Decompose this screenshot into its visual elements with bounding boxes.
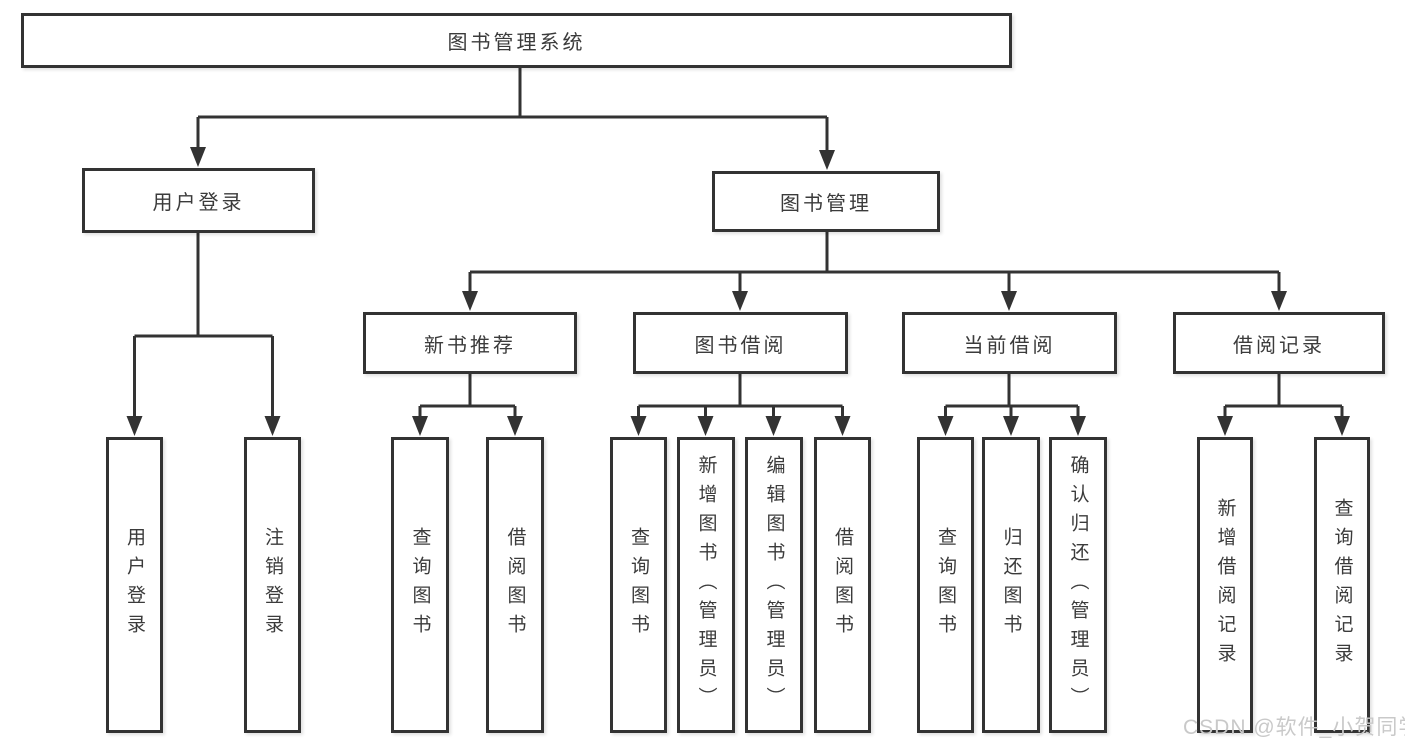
leaf-records-add: 新增借阅记录 <box>1197 437 1253 733</box>
node-book-borrow: 图书借阅 <box>633 312 848 374</box>
leaf-newbooks-borrow: 借阅图书 <box>486 437 544 733</box>
leaf-current-query: 查询图书 <box>917 437 974 733</box>
node-current-borrow-label: 当前借阅 <box>963 334 1056 357</box>
leaf-current-return-label: 归还图书 <box>1000 527 1022 643</box>
leaf-newbooks-query-label: 查询图书 <box>409 527 431 643</box>
node-user-login: 用户登录 <box>82 168 315 233</box>
node-current-borrow: 当前借阅 <box>902 312 1117 374</box>
node-root-label: 图书管理系统 <box>447 32 586 54</box>
node-user-login-label: 用户登录 <box>152 192 245 214</box>
leaf-borrow-edit-admin-label: 编辑图书（管理员） <box>763 454 785 716</box>
leaf-records-add-label: 新增借阅记录 <box>1214 498 1236 672</box>
node-root: 图书管理系统 <box>21 13 1012 68</box>
node-borrow-records-label: 借阅记录 <box>1233 334 1325 357</box>
leaf-borrow-add-admin: 新增图书（管理员） <box>677 437 735 733</box>
leaf-records-query-label: 查询借阅记录 <box>1331 498 1353 672</box>
leaf-current-confirm-admin-label: 确认归还（管理员） <box>1067 454 1089 716</box>
leaf-newbooks-query: 查询图书 <box>391 437 449 733</box>
leaf-borrow-add-admin-label: 新增图书（管理员） <box>695 454 717 716</box>
leaf-user-login: 用户登录 <box>106 437 163 733</box>
leaf-current-confirm-admin: 确认归还（管理员） <box>1049 437 1107 733</box>
node-book-mgmt: 图书管理 <box>712 171 940 232</box>
leaf-borrow-query: 查询图书 <box>610 437 667 733</box>
leaf-user-login-label: 用户登录 <box>124 527 145 643</box>
leaf-logout-label: 注销登录 <box>262 527 283 643</box>
leaf-borrow-edit-admin: 编辑图书（管理员） <box>745 437 803 733</box>
node-new-books-label: 新书推荐 <box>424 334 516 357</box>
connector-lines <box>133 68 1344 417</box>
node-book-borrow-label: 图书借阅 <box>694 334 787 357</box>
node-borrow-records: 借阅记录 <box>1173 312 1385 374</box>
node-book-mgmt-label: 图书管理 <box>780 193 872 215</box>
leaf-logout: 注销登录 <box>244 437 301 733</box>
leaf-current-return: 归还图书 <box>982 437 1040 733</box>
watermark: CSDN @软件_小贺同学 <box>1183 716 1405 739</box>
leaf-newbooks-borrow-label: 借阅图书 <box>504 527 526 643</box>
node-new-books: 新书推荐 <box>363 312 577 374</box>
leaf-borrow-query-label: 查询图书 <box>628 527 649 643</box>
arrowhead-icons <box>126 147 1350 436</box>
leaf-borrow-borrow: 借阅图书 <box>814 437 871 733</box>
leaf-borrow-borrow-label: 借阅图书 <box>832 527 853 643</box>
leaf-current-query-label: 查询图书 <box>935 527 956 643</box>
leaf-records-query: 查询借阅记录 <box>1314 437 1370 733</box>
